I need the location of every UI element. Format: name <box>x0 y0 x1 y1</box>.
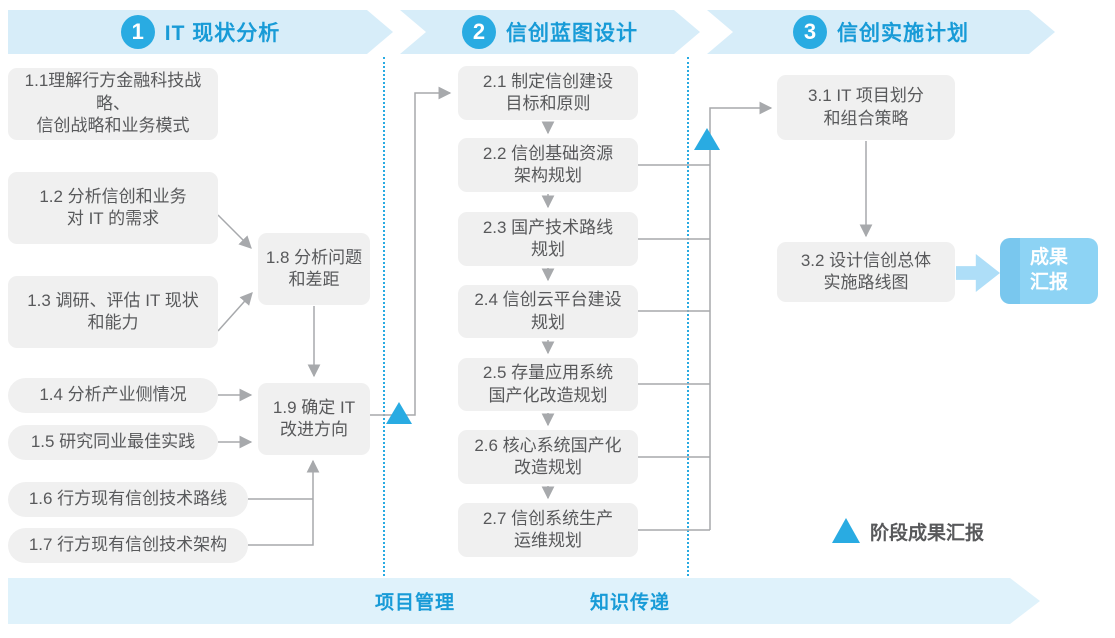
phase-2-title: 信创蓝图设计 <box>506 22 638 45</box>
arrow-collector-to-3-1 <box>709 101 773 530</box>
phase-3-number-badge: 3 <box>793 15 827 49</box>
phase-1-number-badge: 1 <box>121 15 155 49</box>
phase-divider-2 <box>687 57 689 576</box>
phase-1-banner: 1 IT 现状分析 <box>8 10 393 54</box>
footer-project-management-label: 项目管理 <box>375 592 456 614</box>
footer-knowledge-transfer-label: 知识传递 <box>590 592 671 614</box>
arrow-1-3-to-1-8 <box>217 292 253 332</box>
phase-3-title: 信创实施计划 <box>837 22 969 45</box>
arrow-1-7-to-1-9 <box>248 459 320 546</box>
phase-1-title: IT 现状分析 <box>164 22 281 45</box>
phase-divider-1 <box>383 57 385 576</box>
footer-banner: 项目管理 知识传递 <box>8 578 1040 624</box>
phase-3-banner: 3 信创实施计划 <box>707 10 1055 54</box>
arrow-1-2-to-1-8 <box>217 214 252 249</box>
phase-2-banner: 2 信创蓝图设计 <box>400 10 700 54</box>
arrow-1-9-to-2-1 <box>370 86 452 416</box>
phase-2-number-badge: 2 <box>462 15 496 49</box>
